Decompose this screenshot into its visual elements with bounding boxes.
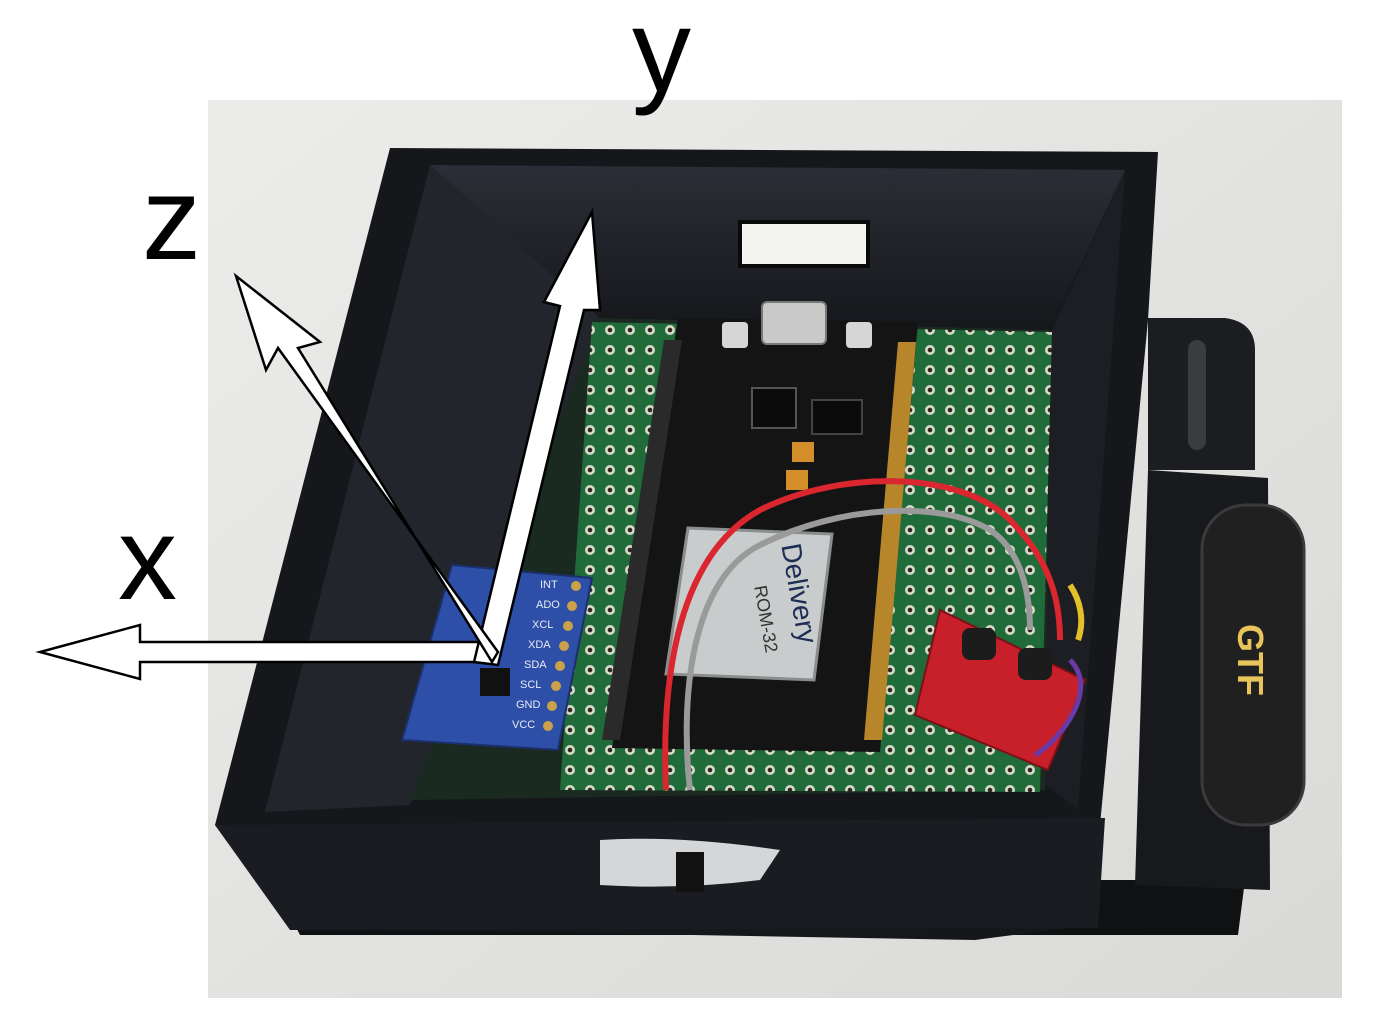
battery-brand-text: GTF	[1230, 624, 1271, 696]
slide-switch	[676, 852, 704, 892]
imu-pin-label: SCL	[520, 679, 541, 691]
imu-pin-label: INT	[540, 579, 558, 591]
boot-button	[846, 322, 872, 348]
inductor-2	[1018, 648, 1052, 680]
imu-pin-labels: INT ADO XCL XDA SDA SCL GND VCC	[512, 579, 560, 731]
gray-wire	[683, 507, 1033, 791]
inductor-1	[962, 628, 996, 660]
capacitor-2	[786, 470, 808, 490]
enclosure-right-wall	[1040, 170, 1125, 810]
imu-pin-label: XDA	[528, 639, 551, 651]
z-axis-arrow	[233, 272, 500, 665]
esp32-header-left	[602, 340, 682, 740]
clip-slot	[1188, 340, 1206, 450]
yellow-wire	[1067, 583, 1085, 641]
x-axis-arrow	[35, 623, 494, 681]
battery-cell	[1200, 503, 1306, 827]
purple-wire	[1033, 658, 1084, 758]
usb-port	[761, 301, 827, 345]
imu-pin-label: XCL	[532, 619, 553, 631]
z-axis-label: z	[142, 153, 201, 285]
back-wall-opening	[738, 220, 870, 268]
y-axis-label: y	[632, 0, 691, 117]
imu-pin-label: SDA	[524, 659, 547, 671]
regulator	[811, 399, 863, 435]
usb-chip	[751, 387, 797, 429]
x-axis-label: x	[118, 493, 177, 625]
imu-chip	[480, 668, 510, 696]
esp32-header-right	[864, 342, 916, 740]
capacitor-1	[792, 442, 814, 462]
reset-button	[722, 322, 748, 348]
imu-pin-label: VCC	[512, 719, 535, 731]
red-wire	[662, 478, 1063, 791]
imu-pin-label: ADO	[536, 599, 560, 611]
imu-pin-label: GND	[516, 699, 541, 711]
y-axis-arrow	[472, 207, 602, 667]
imu-pin-holes	[543, 581, 581, 731]
